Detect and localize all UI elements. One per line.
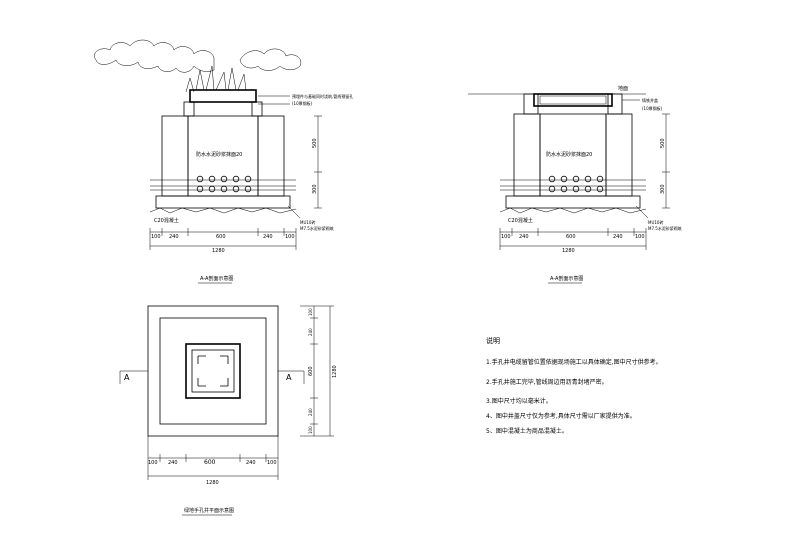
- c20-label-right: C20混凝土: [508, 217, 533, 224]
- cover-label: 铸铁井盖: [642, 97, 658, 103]
- right-label1-r: MU10砖: [648, 219, 663, 225]
- dim-rb1: 240: [519, 234, 529, 240]
- note-1: 1.手孔井电缆留管位置依据现场施工以具体确定,图中尺寸供参考。: [486, 358, 662, 366]
- shrub-outline: [94, 39, 215, 73]
- plan-chamber: [185, 343, 241, 399]
- plan-dim-r3: 240: [308, 408, 313, 416]
- right-label2: M7.5水泥砂浆砌筑: [300, 225, 334, 231]
- grass-tufts: [185, 65, 247, 93]
- ground-label: 地面: [618, 85, 628, 92]
- right-wall: [257, 115, 285, 197]
- section-left: 预埋件与基础同时浇筑,管线预留孔 (10厚钢板) 防水水泥砂浆抹面20 C20混…: [94, 39, 353, 284]
- pipe-holes: [196, 175, 252, 193]
- annotation-top2: (10厚钢板): [292, 100, 313, 106]
- section-marker-left: A: [124, 373, 130, 382]
- dim-b2: 600: [216, 234, 226, 240]
- notes-heading: 说明: [486, 336, 500, 345]
- plan-dim-b4: 100: [267, 460, 277, 466]
- note-4: 4、图中井盖尺寸仅为参考,具体尺寸需以厂家提供为准。: [486, 412, 636, 420]
- plan-dim-rtotal: 1280: [332, 365, 338, 378]
- plan-title: 绿地手孔井平面示意图: [184, 507, 234, 514]
- dim-rb2: 600: [566, 234, 576, 240]
- dim-500: 500: [312, 138, 318, 148]
- plan-dim-total: 1280: [206, 480, 219, 486]
- dim-b4: 100: [285, 234, 295, 240]
- section-left-title: A-A剖面示意图: [200, 275, 233, 282]
- dim-300-r: 300: [660, 184, 666, 194]
- inner-label-right: 防水水泥砂浆抹面20: [546, 151, 592, 158]
- note-3: 3.图中尺寸均以毫米计。: [486, 397, 552, 405]
- note-5: 5、图中混凝土为商品混凝土。: [486, 427, 568, 435]
- notes: 说明 1.手孔井电缆留管位置依据现场施工以具体确定,图中尺寸供参考。 2.手孔井…: [486, 336, 662, 435]
- cover-label2: (10厚钢板): [642, 105, 663, 111]
- plan-dim-b0: 100: [148, 460, 158, 466]
- inner-label: 防水水泥砂浆抹面20: [196, 151, 242, 158]
- base-slab: [155, 195, 291, 209]
- shrub-outline-right: [239, 48, 302, 71]
- plan-outer: [147, 305, 279, 437]
- left-wall: [161, 115, 189, 197]
- section-marker-right: A: [286, 373, 292, 382]
- section-right-title: A-A剖面示意图: [550, 275, 583, 282]
- plan-dim-b2: 600: [204, 459, 216, 466]
- annotation-top: 预埋件与基础同时浇筑,管线预留孔: [292, 93, 353, 99]
- plan-dim-r0: 100: [308, 308, 313, 316]
- right-label2-r: M7.5水泥砂浆砌筑: [648, 225, 682, 231]
- cover-slab: [189, 89, 257, 103]
- dim-300: 300: [312, 184, 318, 194]
- dim-rtotal: 1280: [562, 248, 575, 254]
- note-2: 2.手孔井施工完毕,管线周边用沥青封堵严密。: [486, 378, 608, 386]
- dim-total: 1280: [212, 248, 225, 254]
- plan-view: A A 100 240 600 240 100 1280 100 240 600…: [119, 305, 338, 516]
- dim-b1: 240: [169, 234, 179, 240]
- plan-dim-b3: 240: [246, 460, 256, 466]
- dim-rb4: 100: [635, 234, 645, 240]
- plan-dim-r4: 100: [308, 426, 313, 434]
- plan-wall-outer: [159, 317, 267, 425]
- dim-rb3: 240: [613, 234, 623, 240]
- dim-b0: 100: [151, 234, 161, 240]
- right-label1: MU10砖: [300, 219, 315, 225]
- dim-b3: 240: [263, 234, 273, 240]
- plan-dim-r2: 600: [308, 366, 314, 376]
- plan-dim-r1: 240: [308, 328, 313, 336]
- c20-label: C20混凝土: [154, 217, 179, 224]
- dim-500-r: 500: [660, 138, 666, 148]
- section-right: 地面 铸铁井盖 (10厚钢板) 防水水泥砂浆抹面20 C20混凝土 MU10砖 …: [468, 85, 682, 284]
- dim-rb0: 100: [501, 234, 511, 240]
- cover-right: [533, 93, 613, 107]
- plan-dim-b1: 240: [168, 460, 178, 466]
